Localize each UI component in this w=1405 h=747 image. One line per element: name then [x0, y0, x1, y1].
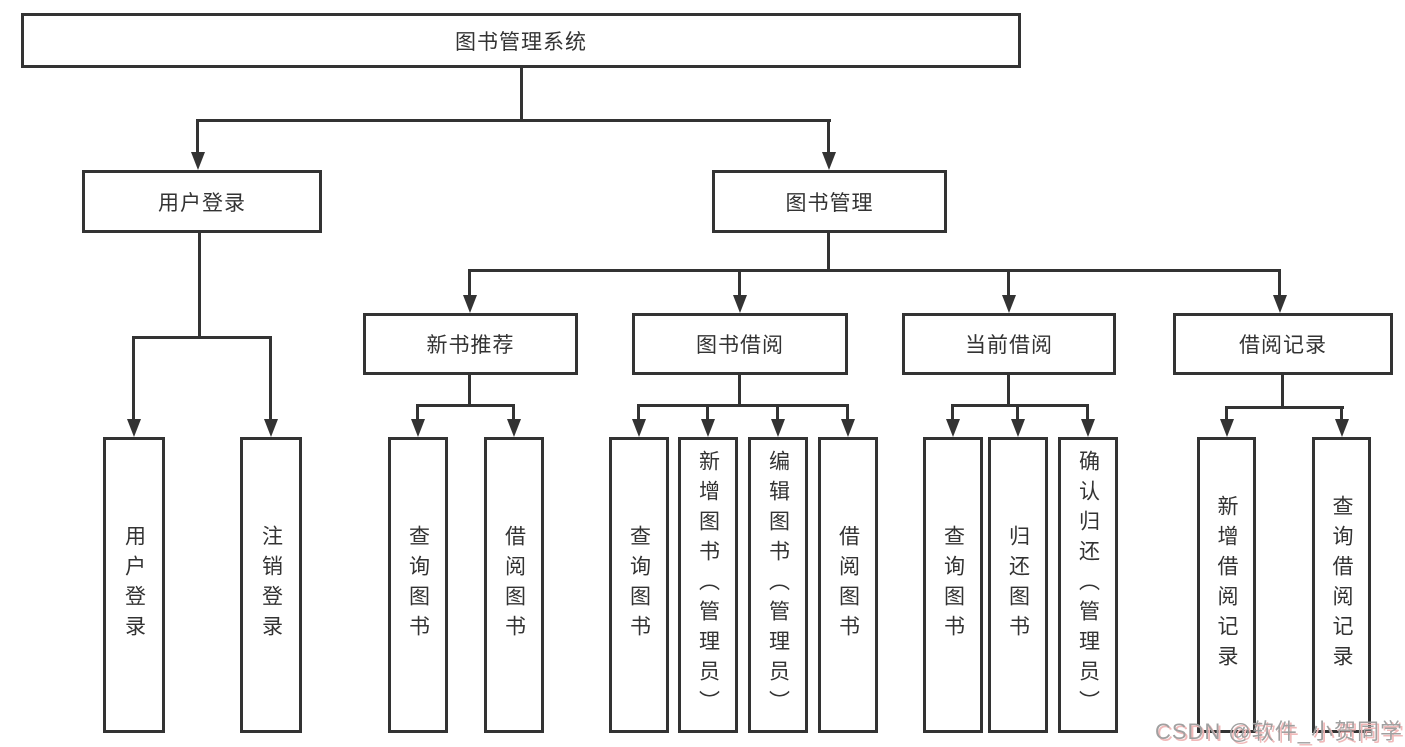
leaf-query-borrow-record: 查询借阅记录 — [1312, 437, 1371, 733]
arrow-down-icon — [1081, 419, 1095, 437]
connector-line — [1086, 404, 1089, 421]
connector-line — [637, 404, 640, 421]
connector-line — [468, 375, 471, 407]
connector-line — [706, 404, 709, 421]
arrow-down-icon — [507, 419, 521, 437]
leaf-confirm-return-admin: 确认归还（管理员） — [1058, 437, 1118, 733]
leaf-query-books-recommend: 查询图书 — [388, 437, 448, 733]
arrow-down-icon — [127, 419, 141, 437]
connector-line — [1016, 404, 1019, 421]
connector-line — [198, 233, 201, 339]
arrow-down-icon — [1273, 295, 1287, 313]
arrow-down-icon — [632, 419, 646, 437]
leaf-logout: 注销登录 — [240, 437, 302, 733]
connector-line — [846, 404, 849, 421]
connector-line — [951, 404, 954, 421]
connector-line — [738, 375, 741, 407]
connector-line — [132, 336, 272, 339]
arrow-down-icon — [1011, 419, 1025, 437]
connector-line — [1007, 269, 1010, 297]
watermark: CSDN @软件_小贺同学 — [1154, 719, 1403, 744]
leaf-logout-label: 注销登录 — [259, 525, 283, 645]
leaf-return-book-label: 归还图书 — [1006, 525, 1030, 645]
connector-line — [1007, 375, 1010, 407]
node-book-management-label: 图书管理 — [785, 191, 874, 215]
leaf-add-borrow-record: 新增借阅记录 — [1197, 437, 1256, 733]
connector-line — [468, 269, 1281, 272]
leaf-edit-book-admin-label: 编辑图书（管理员） — [766, 450, 790, 720]
arrow-down-icon — [264, 419, 278, 437]
leaf-borrow-books-borrowing-label: 借阅图书 — [836, 525, 860, 645]
connector-line — [1225, 406, 1228, 421]
leaf-borrow-books-borrowing: 借阅图书 — [818, 437, 878, 733]
leaf-borrow-books-recommend-label: 借阅图书 — [502, 525, 526, 645]
connector-line — [776, 404, 779, 421]
arrow-down-icon — [463, 295, 477, 313]
leaf-query-books-current-label: 查询图书 — [941, 525, 965, 645]
connector-line — [512, 404, 515, 421]
leaf-add-book-admin-label: 新增图书（管理员） — [696, 450, 720, 720]
leaf-user-login-label: 用户登录 — [122, 525, 146, 645]
leaf-query-books-borrowing: 查询图书 — [609, 437, 669, 733]
connector-line — [416, 404, 515, 407]
node-book-management: 图书管理 — [712, 170, 947, 233]
connector-line — [827, 233, 830, 272]
connector-line — [520, 68, 523, 119]
connector-line — [269, 336, 272, 421]
arrow-down-icon — [822, 152, 836, 170]
node-new-book-recommend: 新书推荐 — [363, 313, 578, 375]
connector-line — [196, 119, 199, 154]
arrow-down-icon — [1002, 295, 1016, 313]
leaf-query-borrow-record-label: 查询借阅记录 — [1330, 495, 1353, 675]
connector-line — [1278, 269, 1281, 297]
connector-line — [197, 119, 831, 122]
connector-line — [1225, 406, 1344, 409]
connector-line — [637, 404, 849, 407]
connector-line — [1281, 375, 1284, 409]
arrow-down-icon — [1335, 419, 1349, 437]
connector-line — [738, 269, 741, 297]
leaf-add-book-admin: 新增图书（管理员） — [678, 437, 738, 733]
node-book-borrowing-label: 图书借阅 — [696, 334, 784, 357]
arrow-down-icon — [191, 152, 205, 170]
leaf-query-books-borrowing-label: 查询图书 — [627, 525, 651, 645]
node-borrowing-records: 借阅记录 — [1173, 313, 1393, 375]
arrow-down-icon — [771, 419, 785, 437]
node-user-login: 用户登录 — [82, 170, 322, 233]
node-library-system: 图书管理系统 — [21, 13, 1021, 68]
node-library-system-label: 图书管理系统 — [455, 30, 587, 54]
leaf-return-book: 归还图书 — [988, 437, 1048, 733]
connector-line — [132, 336, 135, 421]
leaf-borrow-books-recommend: 借阅图书 — [484, 437, 544, 733]
arrow-down-icon — [411, 419, 425, 437]
leaf-user-login: 用户登录 — [103, 437, 165, 733]
connector-line — [468, 269, 471, 297]
leaf-query-books-current: 查询图书 — [923, 437, 983, 733]
node-user-login-label: 用户登录 — [158, 191, 246, 215]
connector-line — [827, 119, 830, 154]
node-new-book-recommend-label: 新书推荐 — [426, 334, 515, 357]
leaf-add-borrow-record-label: 新增借阅记录 — [1215, 495, 1238, 675]
arrow-down-icon — [733, 295, 747, 313]
leaf-query-books-recommend-label: 查询图书 — [406, 525, 430, 645]
connector-line — [1340, 406, 1343, 421]
leaf-confirm-return-admin-label: 确认归还（管理员） — [1076, 450, 1100, 720]
arrow-down-icon — [701, 419, 715, 437]
arrow-down-icon — [841, 419, 855, 437]
arrow-down-icon — [1220, 419, 1234, 437]
node-current-borrowing-label: 当前借阅 — [965, 334, 1053, 357]
connector-line — [951, 404, 1089, 407]
arrow-down-icon — [946, 419, 960, 437]
node-current-borrowing: 当前借阅 — [902, 313, 1116, 375]
leaf-edit-book-admin: 编辑图书（管理员） — [748, 437, 808, 733]
connector-line — [416, 404, 419, 421]
node-borrowing-records-label: 借阅记录 — [1239, 334, 1327, 357]
node-book-borrowing: 图书借阅 — [632, 313, 848, 375]
